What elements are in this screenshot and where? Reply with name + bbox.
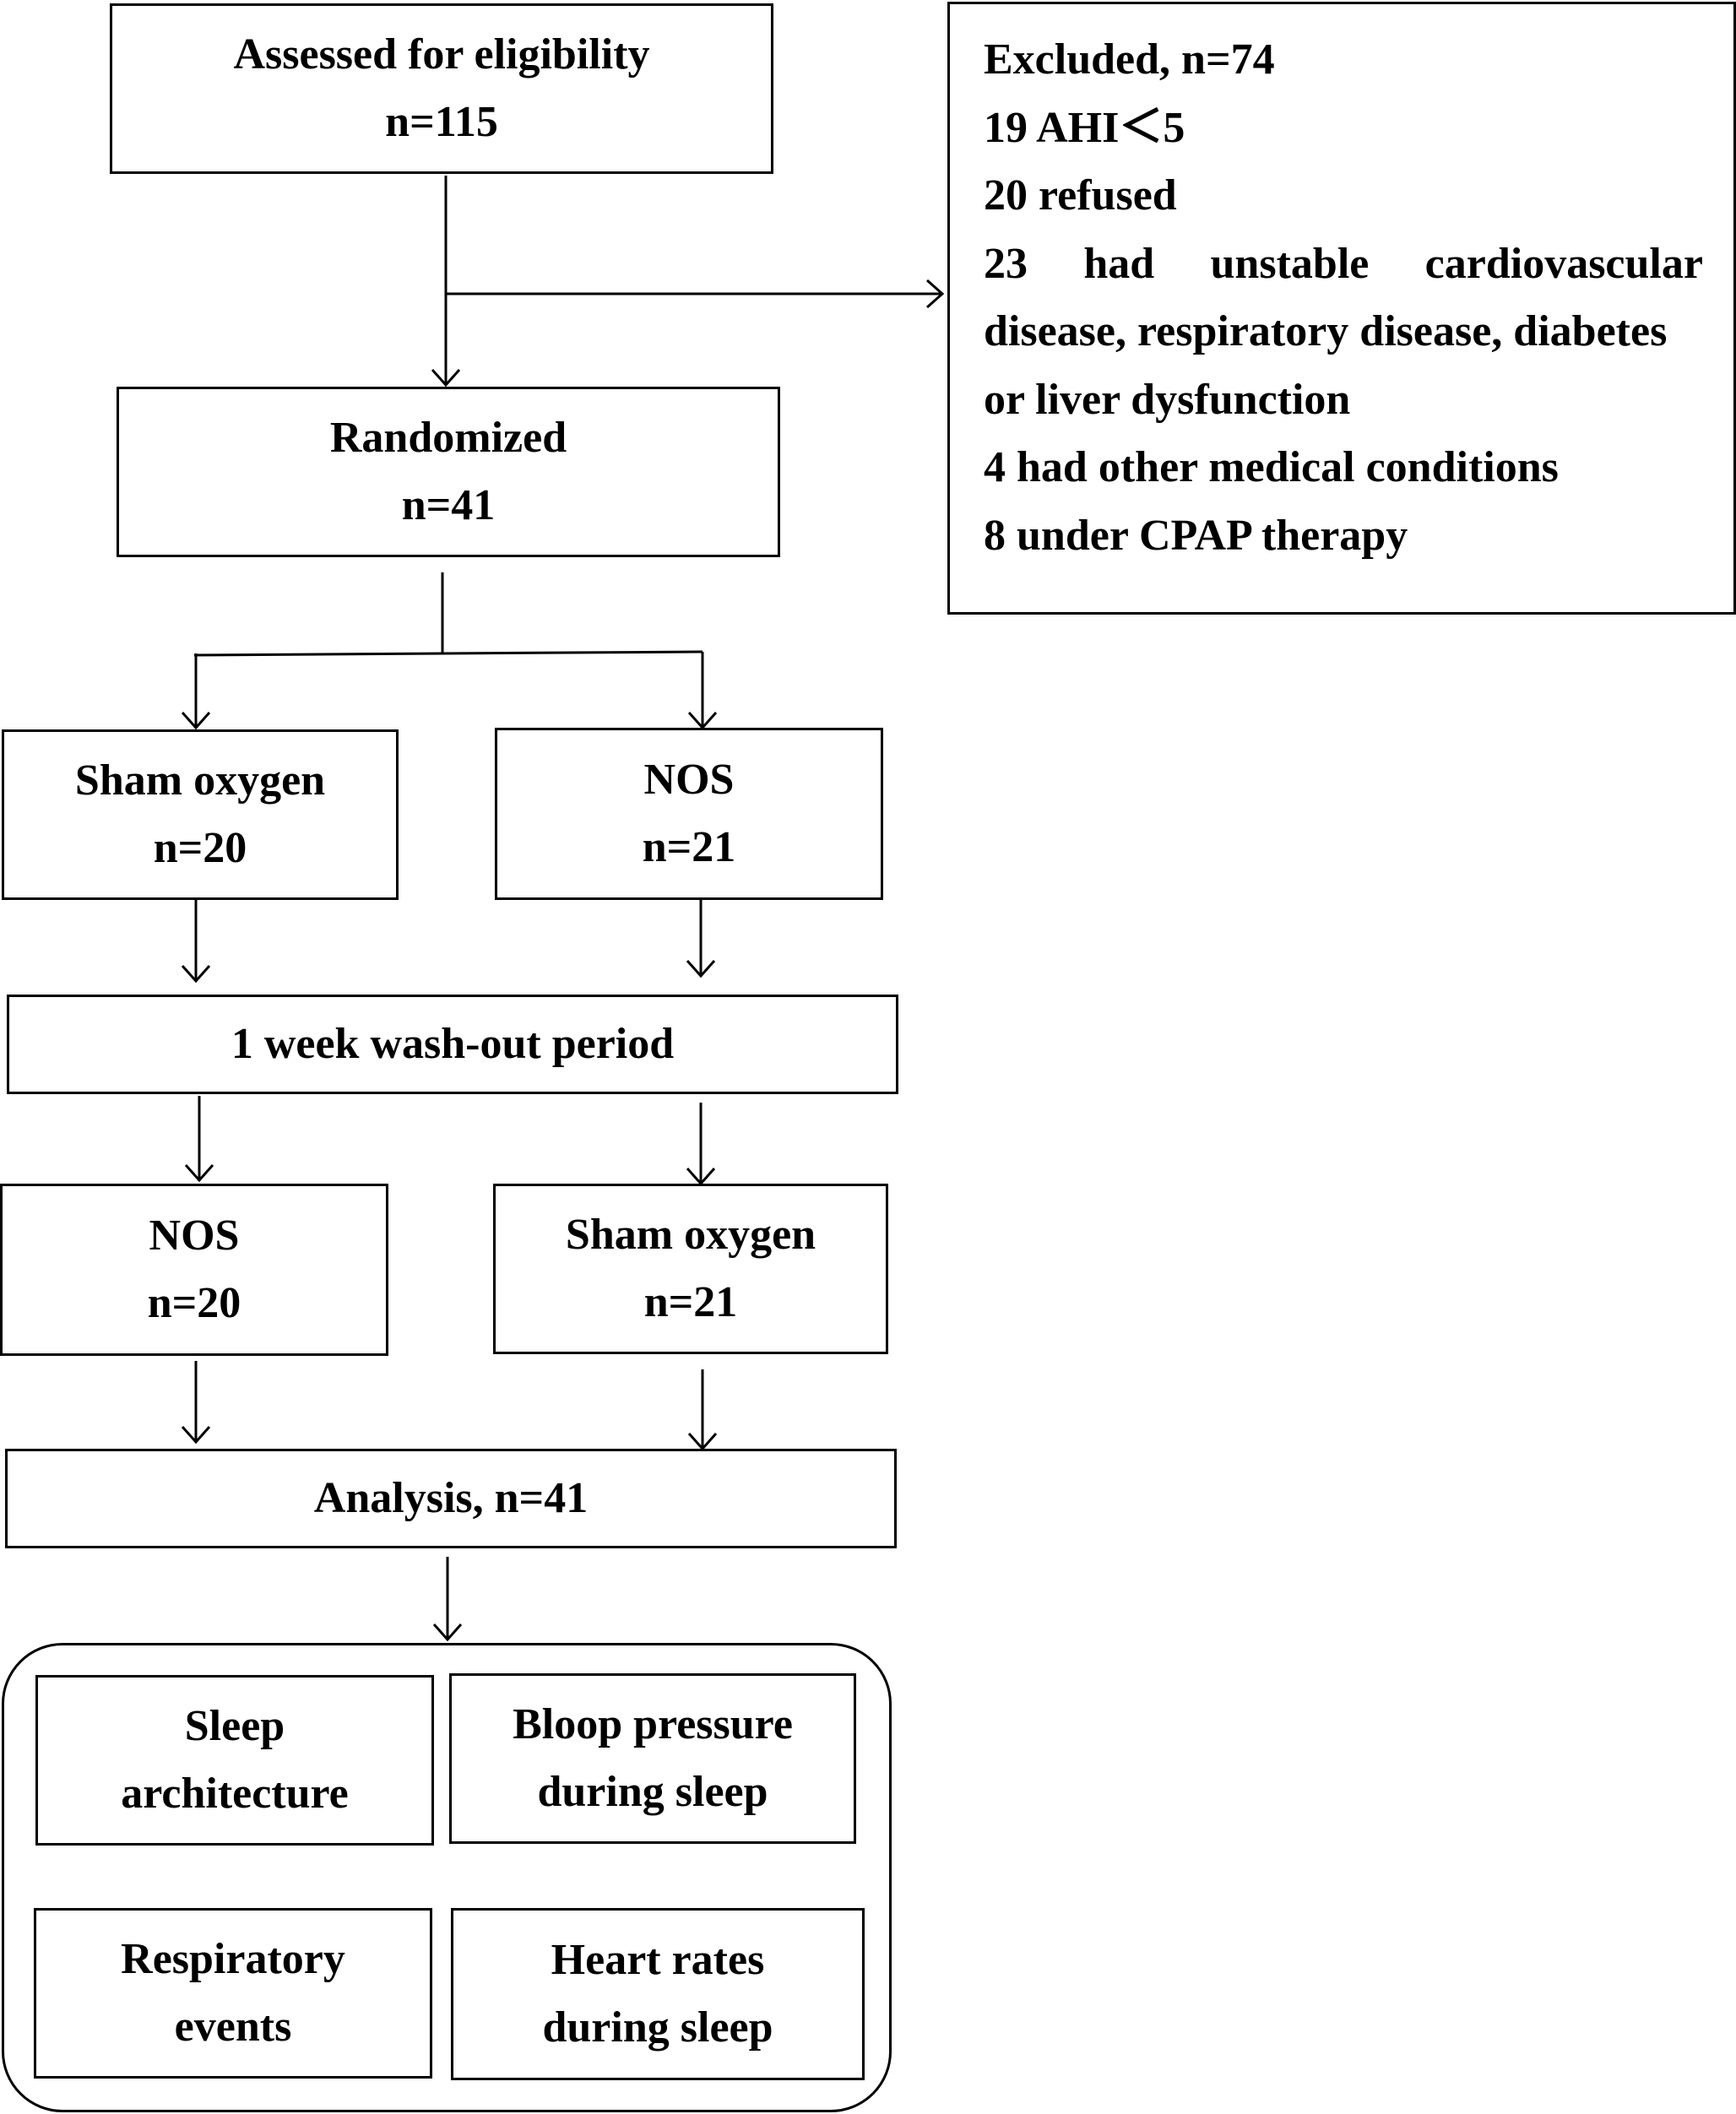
sham1-title: Sham oxygen bbox=[74, 756, 326, 805]
outcome-sleep-architecture: Sleep architecture bbox=[35, 1675, 434, 1846]
excluded-word: unstable bbox=[1210, 239, 1370, 288]
analysis-box: Analysis, n=41 bbox=[5, 1449, 897, 1548]
excluded-unstable-line: 23 had unstable cardiovascular bbox=[984, 230, 1703, 299]
excluded-liver: or liver dysfunction bbox=[984, 375, 1351, 424]
outcome-heart-rates: Heart rates during sleep bbox=[451, 1908, 865, 2080]
excluded-disease: disease, respiratory disease, diabetes bbox=[984, 307, 1668, 355]
excluded-box: Excluded, n=74 19 AHI＜5 20 refused 23 ha… bbox=[947, 2, 1736, 615]
sham-oxygen-period2-box: Sham oxygen n=21 bbox=[493, 1184, 888, 1354]
outcome-line: Sleep bbox=[184, 1702, 285, 1750]
outcome-line: Bloop pressure bbox=[513, 1700, 793, 1748]
sham-oxygen-period1-box: Sham oxygen n=20 bbox=[2, 729, 399, 900]
outcome-respiratory-events: Respiratory events bbox=[34, 1908, 432, 2079]
assessed-box: Assessed for eligibility n=115 bbox=[110, 3, 773, 174]
outcome-blood-pressure: Bloop pressure during sleep bbox=[449, 1673, 856, 1844]
outcomes-container bbox=[2, 1643, 892, 2112]
nos-period2-box: NOS n=20 bbox=[0, 1184, 388, 1356]
nos1-n: n=21 bbox=[642, 823, 736, 871]
outcome-line: architecture bbox=[121, 1770, 349, 1818]
excluded-other: 4 had other medical conditions bbox=[984, 443, 1559, 491]
washout-title: 1 week wash-out period bbox=[231, 1020, 675, 1068]
randomized-n: n=41 bbox=[401, 481, 496, 529]
outcome-line: Respiratory bbox=[121, 1935, 345, 1983]
nos-period1-box: NOS n=21 bbox=[495, 728, 883, 900]
outcome-line: during sleep bbox=[542, 2003, 773, 2052]
excluded-title: Excluded, n=74 bbox=[984, 35, 1275, 84]
split-horizontal bbox=[193, 650, 703, 657]
sham2-n: n=21 bbox=[643, 1278, 738, 1326]
nos1-title: NOS bbox=[643, 756, 735, 804]
sham2-title: Sham oxygen bbox=[565, 1211, 816, 1259]
randomized-title: Randomized bbox=[329, 414, 567, 462]
excluded-word: had bbox=[1083, 239, 1155, 288]
excluded-ahi: 19 AHI＜5 bbox=[984, 103, 1185, 152]
washout-box: 1 week wash-out period bbox=[7, 995, 898, 1094]
excluded-word: 23 bbox=[984, 239, 1028, 288]
outcome-line: Heart rates bbox=[551, 1936, 765, 1984]
excluded-cpap: 8 under CPAP therapy bbox=[984, 511, 1408, 560]
outcome-line: during sleep bbox=[537, 1768, 768, 1816]
assessed-n: n=115 bbox=[385, 98, 498, 146]
analysis-title: Analysis, n=41 bbox=[313, 1474, 589, 1522]
sham1-n: n=20 bbox=[153, 824, 247, 872]
excluded-word: cardiovascular bbox=[1424, 239, 1703, 288]
nos2-n: n=20 bbox=[147, 1279, 241, 1327]
assessed-title: Assessed for eligibility bbox=[233, 30, 650, 79]
outcome-line: events bbox=[174, 2003, 292, 2051]
randomized-box: Randomized n=41 bbox=[117, 387, 780, 557]
excluded-refused: 20 refused bbox=[984, 171, 1177, 220]
nos2-title: NOS bbox=[149, 1211, 240, 1260]
